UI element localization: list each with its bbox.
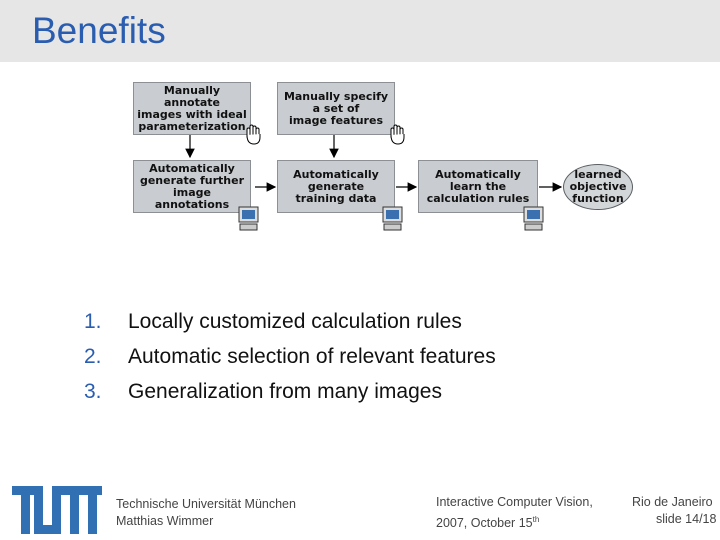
benefits-list: 1. Locally customized calculation rules …: [84, 310, 496, 415]
hand-icon: [390, 124, 405, 145]
footer-author: Matthias Wimmer: [116, 514, 214, 528]
footer-location-block: Rio de Janeiro slide 14/18: [632, 494, 720, 528]
diagram-arrows: [185, 135, 563, 192]
title-bar: Benefits: [0, 0, 720, 62]
slide-title: Benefits: [32, 10, 166, 51]
list-number: 1.: [84, 310, 102, 333]
footer-location: Rio de Janeiro: [632, 495, 713, 509]
workflow-diagram: Manually annotate images with ideal para…: [0, 0, 720, 260]
box-manual-features: Manually specify a set of image features: [277, 82, 395, 135]
list-item: 2. Automatic selection of relevant featu…: [84, 345, 496, 380]
list-text: Generalization from many images: [128, 380, 442, 403]
list-text: Automatic selection of relevant features: [128, 345, 496, 368]
ellipse-objective-function: learned objective function: [563, 164, 633, 210]
list-number: 3.: [84, 380, 102, 403]
list-number: 2.: [84, 345, 102, 368]
box-auto-learn: Automatically learn the calculation rule…: [418, 160, 538, 213]
footer-event-title: Interactive Computer Vision,: [436, 495, 593, 509]
box-manual-annotate: Manually annotate images with ideal para…: [133, 82, 251, 135]
hand-icon: [246, 124, 261, 145]
footer-institution: Technische Universität München: [116, 497, 296, 511]
computer-icon: [238, 206, 259, 231]
tum-logo: [12, 486, 102, 534]
footer-event-block: Interactive Computer Vision, 2007, Octob…: [436, 494, 593, 532]
footer-slide-number: slide 14/18: [656, 512, 717, 526]
box-auto-training: Automatically generate training data: [277, 160, 395, 213]
footer-event-date: 2007, October 15th: [436, 515, 540, 531]
box-auto-annotations: Automatically generate further image ann…: [133, 160, 251, 213]
computer-icon: [523, 206, 544, 231]
list-text: Locally customized calculation rules: [128, 310, 462, 333]
list-item: 1. Locally customized calculation rules: [84, 310, 496, 345]
computer-icon: [382, 206, 403, 231]
list-item: 3. Generalization from many images: [84, 380, 496, 415]
footer-institution-block: Technische Universität München Matthias …: [116, 496, 296, 530]
